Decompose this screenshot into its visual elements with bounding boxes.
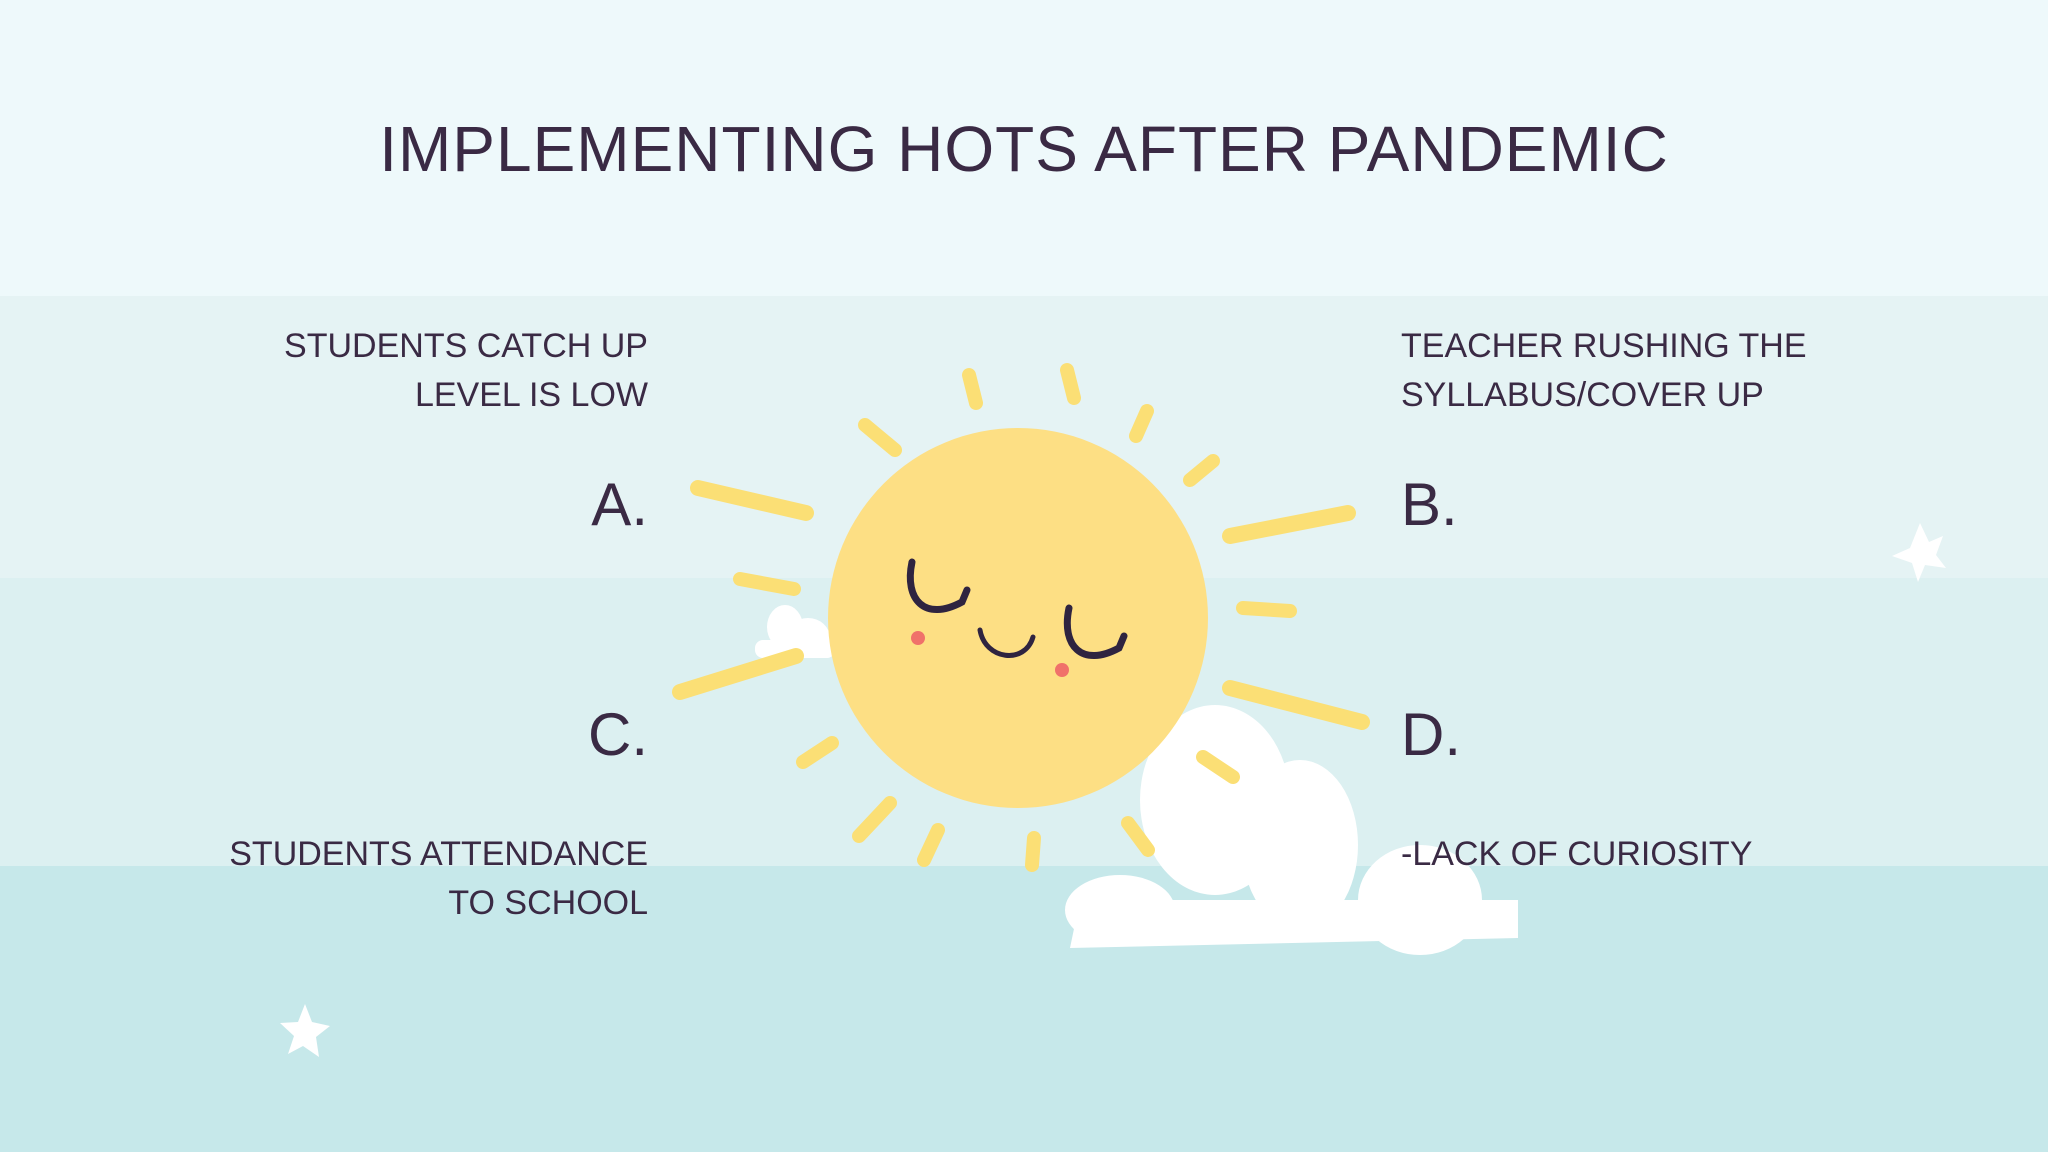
letter-d: D. [1401,701,1461,768]
caption-b-line-1: TEACHER RUSHING THE [1401,327,1807,365]
cloud-icon [1065,705,1518,955]
right-eye [1063,604,1128,660]
left-eye [906,558,971,614]
background-band-top [0,0,2048,296]
small-cloud-icon [755,605,835,658]
sun-rays [672,363,1370,872]
caption-a-line-2: LEVEL IS LOW [414,376,648,414]
smile [977,627,1036,658]
caption-d: -LACK OF CURIOSITY [1401,830,1921,879]
sun-icon [828,428,1208,808]
right-cheek [1055,663,1069,677]
caption-c: STUDENTS ATTENDANCE TO SCHOOL [128,830,648,928]
slide-title: IMPLEMENTING HOTS AFTER PANDEMIC [379,113,1669,185]
caption-c-line-1: STUDENTS ATTENDANCE [229,835,648,873]
caption-d-line-1: -LACK OF CURIOSITY [1401,835,1753,873]
background-band-bottom [0,866,2048,1152]
caption-c-line-2: TO SCHOOL [448,884,648,922]
caption-a: STUDENTS CATCH UP LEVEL IS LOW [128,322,648,420]
caption-a-line-1: STUDENTS CATCH UP [284,327,648,365]
star-icon [280,523,1946,1057]
caption-b-line-2: SYLLABUS/COVER UP [1401,376,1764,414]
letter-b: B. [1401,471,1458,538]
letter-c: C. [588,701,648,768]
letter-a: A. [591,471,648,538]
caption-b: TEACHER RUSHING THE SYLLABUS/COVER UP [1401,322,1921,420]
left-cheek [911,631,925,645]
